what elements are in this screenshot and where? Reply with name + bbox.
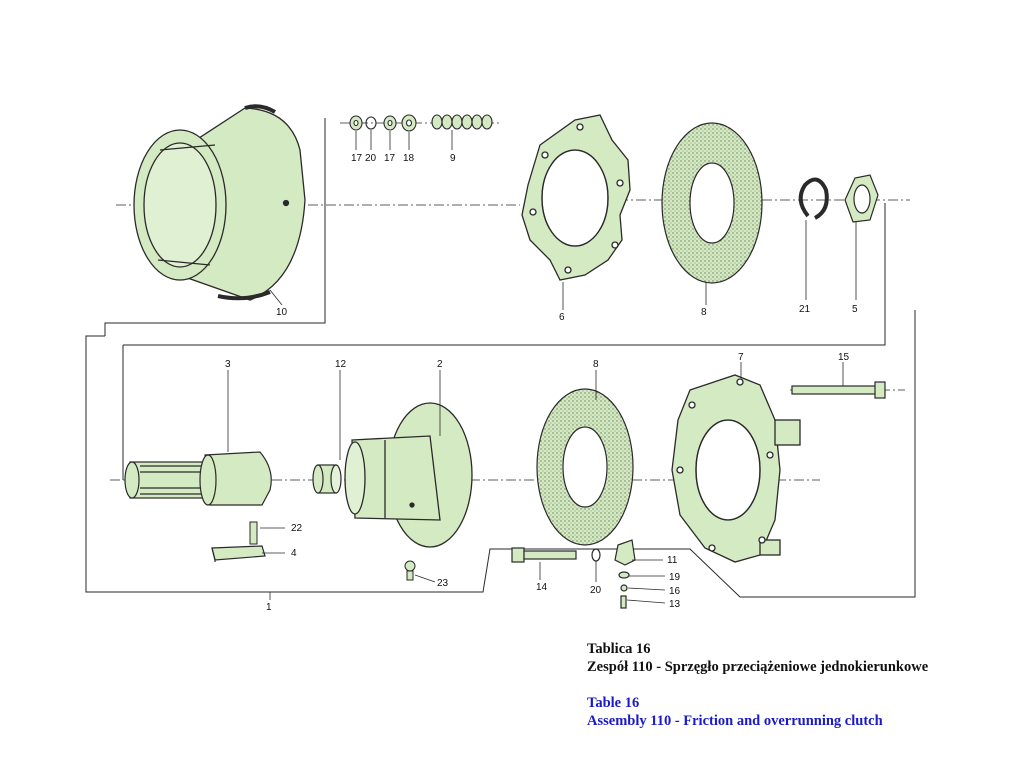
callout-12: 12	[335, 359, 347, 370]
callout-5: 5	[852, 304, 858, 315]
leader-lines	[227, 130, 857, 604]
part-20-washer-lower	[591, 548, 601, 562]
caption-block: Tablica 16 Zespół 110 - Sprzęgło przecią…	[587, 640, 928, 730]
callout-20b: 20	[590, 585, 602, 596]
part-15-bolt	[791, 381, 886, 399]
callout-4: 4	[291, 548, 297, 559]
callout-15: 15	[838, 352, 850, 363]
caption-english-table: Table 16	[587, 695, 640, 711]
part-23-grease-nipple	[404, 560, 416, 581]
caption-english-title: Assembly 110 - Friction and overrunning …	[587, 713, 883, 729]
part-5-gasket	[844, 174, 879, 223]
group-outline-lines	[85, 118, 916, 598]
caption-polish-title: Zespół 110 - Sprzęgło przeciążeniowe jed…	[587, 659, 929, 675]
part-11-bracket	[614, 539, 636, 609]
callout-8b: 8	[593, 359, 599, 370]
part-22-pin	[249, 521, 258, 545]
part-21-snap-ring	[798, 177, 829, 220]
callout-9: 9	[450, 153, 456, 164]
part-10-bell-housing	[133, 104, 306, 301]
callout-2: 2	[437, 359, 443, 370]
callout-20a: 20	[365, 153, 377, 164]
callout-8a: 8	[701, 307, 707, 318]
callout-22: 22	[291, 523, 303, 534]
part-4-key	[211, 545, 266, 562]
callout-23: 23	[437, 578, 449, 589]
callout-6: 6	[559, 312, 565, 323]
washer-group-top	[349, 114, 493, 132]
callout-21: 21	[799, 304, 811, 315]
part-8-friction-disc-lower	[536, 388, 634, 546]
callout-13: 13	[669, 599, 681, 610]
callout-18: 18	[403, 153, 415, 164]
caption-english: Table 16 Assembly 110 - Friction and ove…	[587, 694, 928, 730]
part-3-splined-shaft	[124, 451, 272, 506]
callout-1: 1	[266, 602, 272, 613]
callout-17a: 17	[351, 153, 363, 164]
callout-10: 10	[276, 307, 288, 318]
callout-numbers: 17 20 17 18 9 10 6 8 21 5 3 12 2 8 7 15 …	[225, 153, 858, 613]
callout-3: 3	[225, 359, 231, 370]
callout-7: 7	[738, 352, 744, 363]
callout-14: 14	[536, 582, 548, 593]
callout-19: 19	[669, 572, 681, 583]
part-7-flange	[671, 374, 801, 563]
caption-polish: Tablica 16 Zespół 110 - Sprzęgło przecią…	[587, 640, 928, 676]
part-12-bushing	[312, 464, 342, 494]
callout-11: 11	[667, 555, 678, 566]
callout-17b: 17	[384, 153, 396, 164]
callout-16: 16	[669, 586, 681, 597]
part-14-bolt	[511, 547, 577, 563]
part-6-flange-plate	[521, 114, 631, 281]
part-2-hub	[344, 402, 473, 548]
caption-polish-table: Tablica 16	[587, 641, 651, 657]
part-8-friction-disc-upper	[661, 122, 763, 284]
